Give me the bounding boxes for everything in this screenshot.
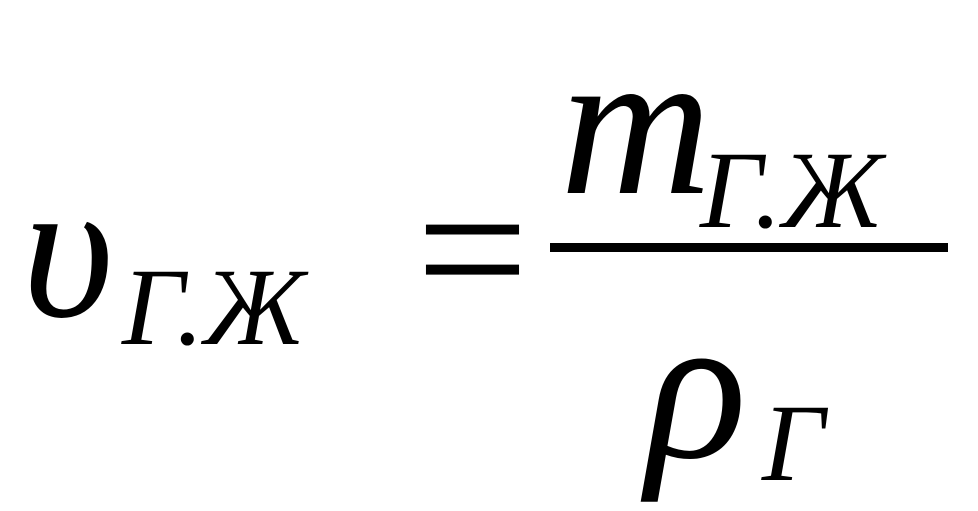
lhs-subscript: Г.Ж	[122, 246, 305, 368]
equals-sign: =	[416, 139, 529, 360]
lhs-symbol-upsilon: υ	[22, 139, 114, 360]
fraction-bar	[550, 243, 948, 252]
denominator-subscript: Г	[762, 382, 825, 504]
numerator-symbol-m: m	[560, 7, 712, 239]
numerator-subscript: Г.Ж	[700, 129, 883, 251]
denominator-symbol-rho: ρ	[646, 271, 747, 503]
